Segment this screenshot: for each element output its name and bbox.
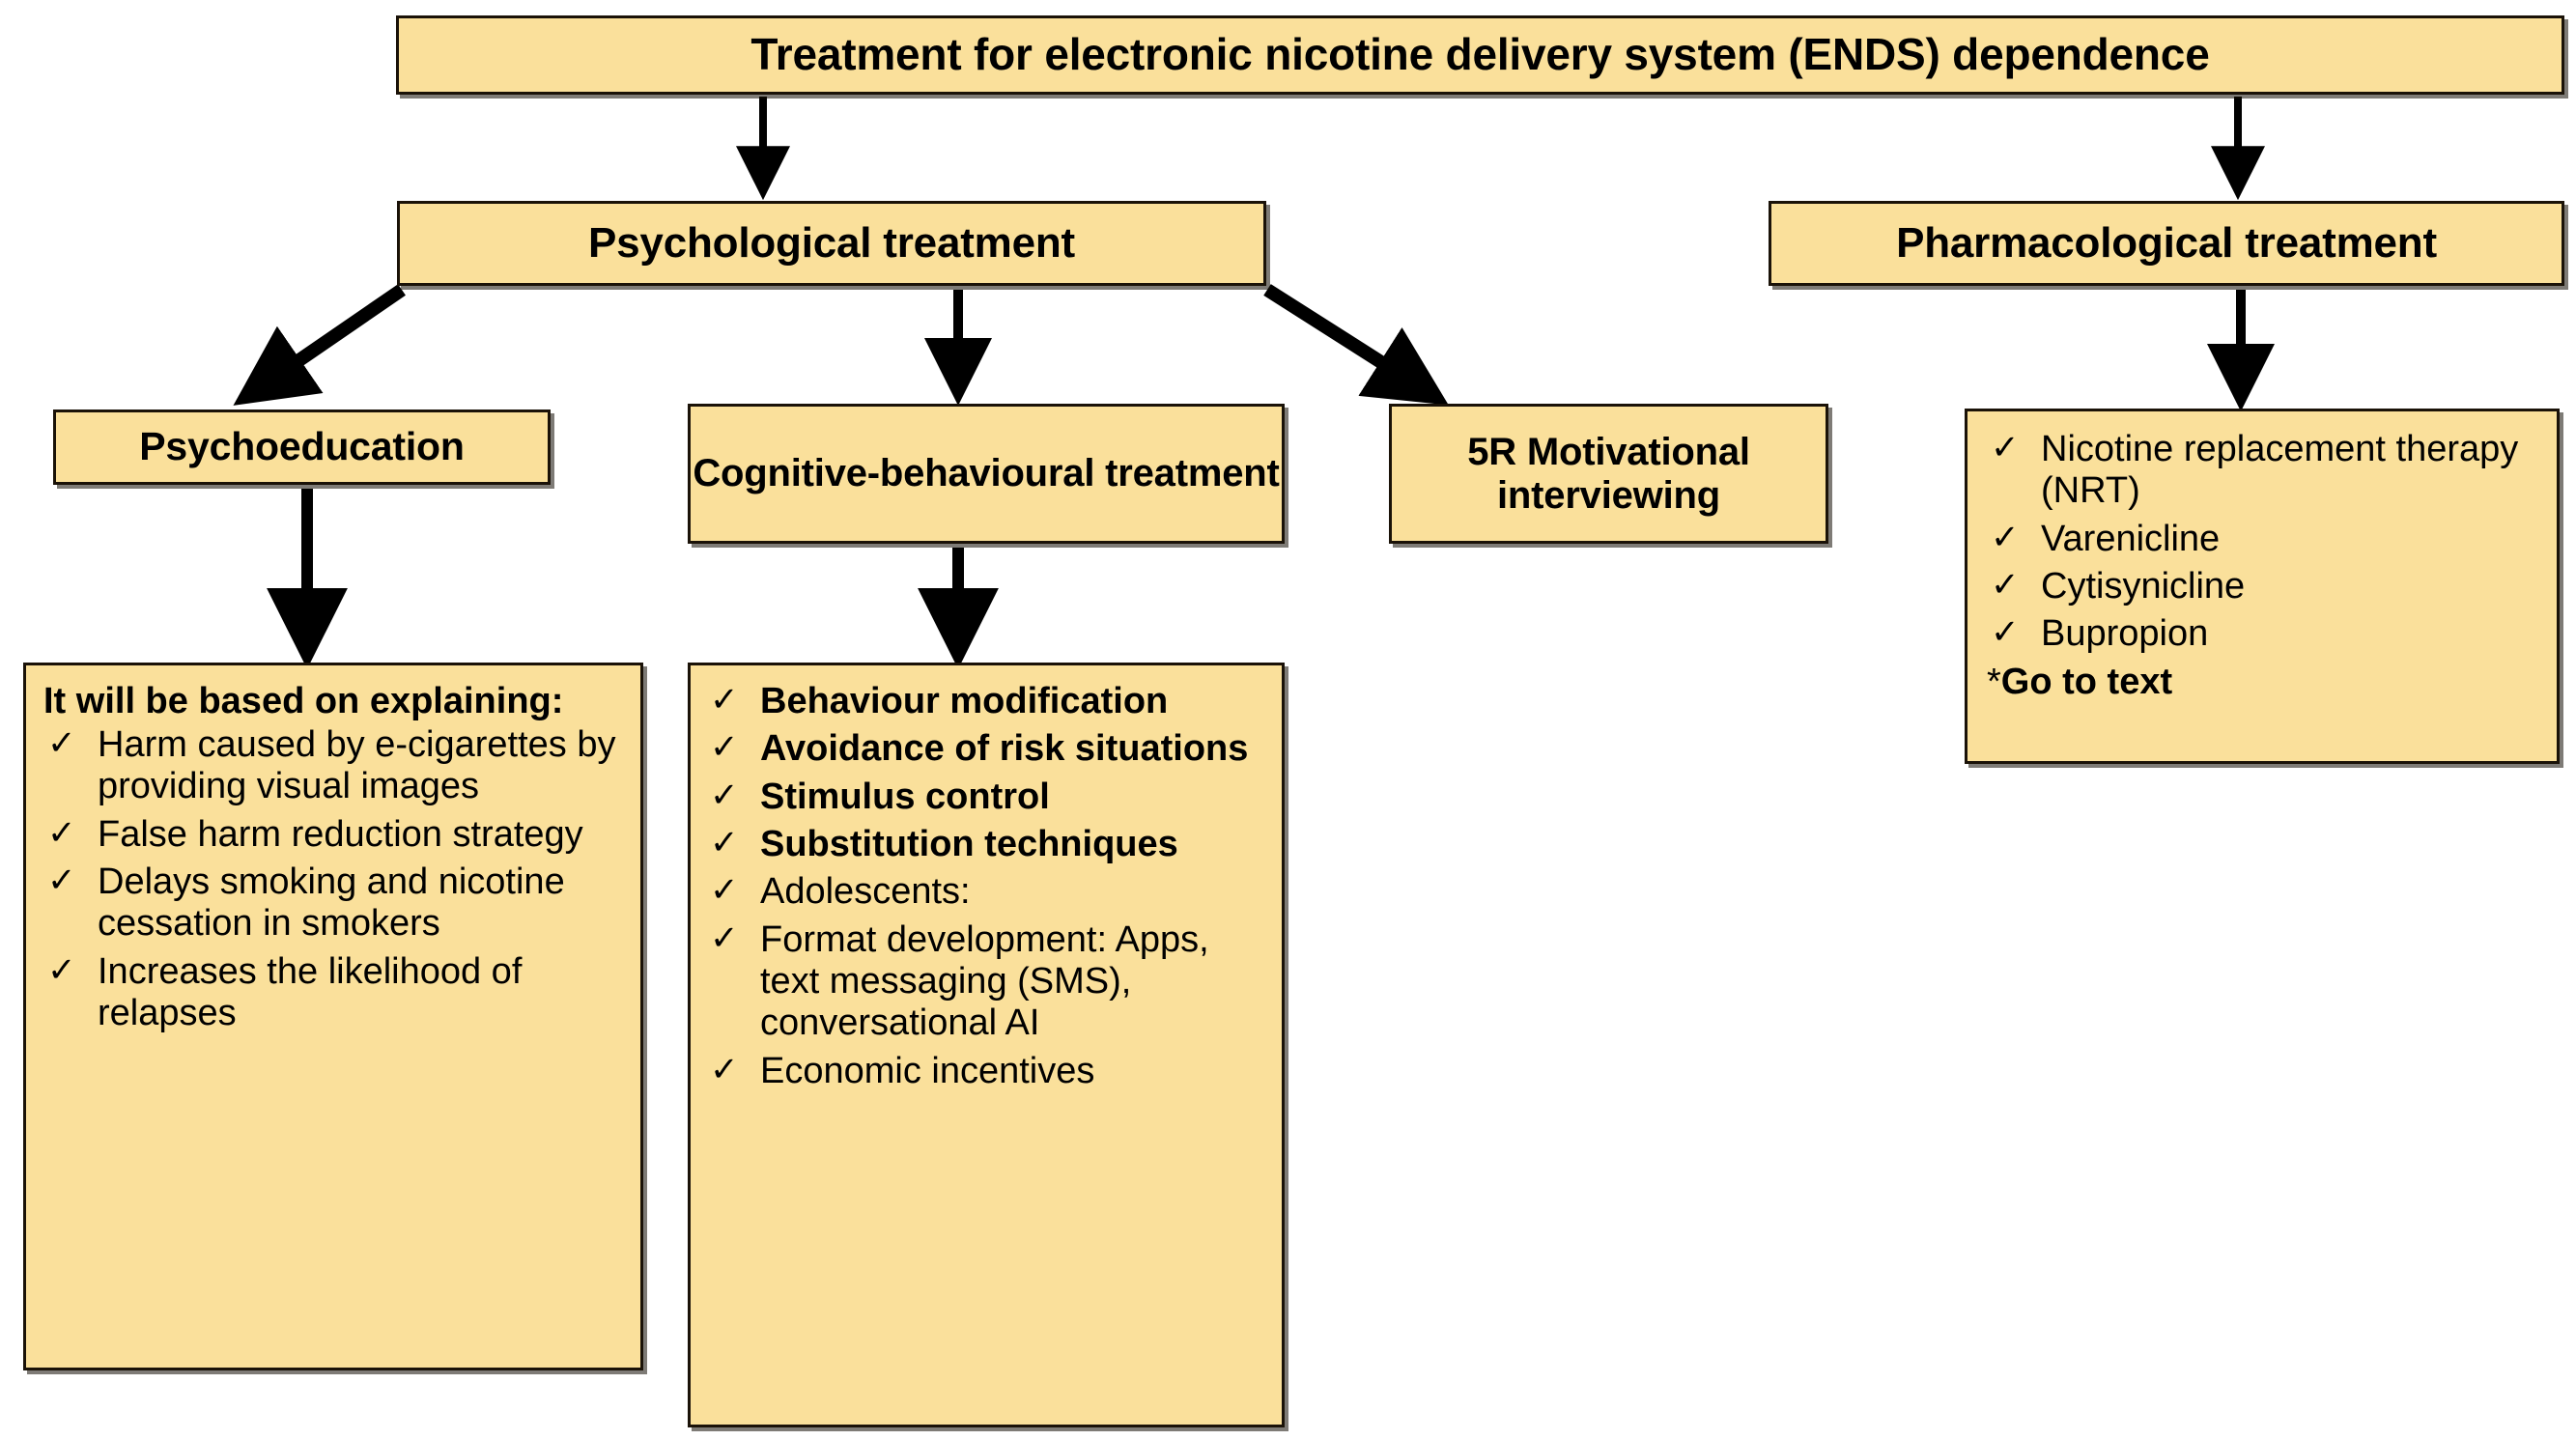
list-item-label: Adolescents:	[760, 871, 971, 913]
node-cognitive-behavioural-treatment-label: Cognitive-behavioural treatment	[693, 452, 1280, 495]
node-psychoeducation-label: Psychoeducation	[139, 424, 465, 469]
pharmacological-footnote-label: Go to text	[2000, 661, 2173, 702]
psychoeducation-item-list: ✓ Harm caused by e-cigarettes by providi…	[43, 724, 627, 1034]
check-icon: ✓	[710, 728, 739, 767]
pharmacological-item-list: ✓ Nicotine replacement therapy (NRT) ✓ V…	[1987, 429, 2541, 656]
list-item-label: Cytisynicline	[2041, 565, 2246, 607]
root-node-label: Treatment for electronic nicotine delive…	[750, 29, 2210, 80]
list-item: ✓ Nicotine replacement therapy (NRT)	[1987, 429, 2541, 513]
list-item-label: Stimulus control	[760, 776, 1050, 817]
list-item: ✓ Cytisynicline	[1987, 566, 2541, 607]
node-psychoeducation[interactable]: Psychoeducation	[53, 409, 551, 485]
node-5r-motivational-interviewing[interactable]: 5R Motivational interviewing	[1389, 404, 1828, 544]
list-item: ✓ Delays smoking and nicotine cessation …	[43, 861, 627, 946]
list-item: ✓ Harm caused by e-cigarettes by providi…	[43, 724, 627, 808]
check-icon: ✓	[1991, 518, 2020, 556]
pharmacological-footnote: *Go to text	[1987, 662, 2541, 703]
list-item-label: Avoidance of risk situations	[760, 728, 1249, 770]
list-item-label: Increases the likelihood of relapses	[98, 950, 523, 1033]
check-icon: ✓	[1991, 429, 2020, 466]
asterisk-icon: *	[1987, 661, 2001, 702]
node-cognitive-behavioural-treatment-detail[interactable]: ✓ Behaviour modification ✓ Avoidance of …	[688, 663, 1285, 1427]
list-item-label: Economic incentives	[760, 1050, 1095, 1091]
list-item-label: Behaviour modification	[760, 681, 1169, 721]
list-item: ✓ Increases the likelihood of relapses	[43, 951, 627, 1035]
check-icon: ✓	[47, 950, 76, 989]
check-icon: ✓	[710, 823, 739, 861]
list-item: ✓ Format development: Apps, text messagi…	[706, 919, 1270, 1045]
list-item: ✓ Adolescents:	[706, 871, 1270, 913]
list-item: ✓ Substitution techniques	[706, 824, 1270, 865]
node-pharmacological-medication-list[interactable]: ✓ Nicotine replacement therapy (NRT) ✓ V…	[1965, 409, 2560, 764]
cbt-item-list: ✓ Behaviour modification ✓ Avoidance of …	[706, 681, 1270, 1092]
check-icon: ✓	[710, 871, 739, 910]
arrow-psychological-to-5r	[1263, 284, 1449, 406]
list-item-label: Format development: Apps, text messaging…	[760, 918, 1209, 1044]
node-cognitive-behavioural-treatment[interactable]: Cognitive-behavioural treatment	[688, 404, 1285, 544]
list-item-label: Nicotine replacement therapy (NRT)	[2041, 429, 2519, 512]
list-item-label: Bupropion	[2041, 613, 2209, 655]
list-item-label: Harm caused by e-cigarettes by providing…	[98, 723, 616, 807]
list-item: ✓ False harm reduction strategy	[43, 814, 627, 856]
check-icon: ✓	[1991, 565, 2020, 604]
node-psychological-treatment[interactable]: Psychological treatment	[397, 201, 1266, 286]
psychoeducation-lead-in: It will be based on explaining:	[43, 681, 564, 721]
list-item: ✓ Economic incentives	[706, 1051, 1270, 1092]
list-item: ✓ Behaviour modification	[706, 681, 1270, 722]
list-item-label: False harm reduction strategy	[98, 813, 583, 855]
check-icon: ✓	[47, 723, 76, 762]
check-icon: ✓	[710, 918, 739, 957]
arrow-psychological-to-psychoeducation	[233, 284, 406, 406]
list-item: ✓ Varenicline	[1987, 519, 2541, 560]
check-icon: ✓	[710, 1050, 739, 1088]
list-item: ✓ Avoidance of risk situations	[706, 728, 1270, 770]
node-pharmacological-treatment-label: Pharmacological treatment	[1896, 219, 2437, 268]
node-5r-motivational-interviewing-label: 5R Motivational interviewing	[1467, 430, 1750, 517]
node-psychoeducation-detail[interactable]: It will be based on explaining: ✓ Harm c…	[23, 663, 643, 1370]
check-icon: ✓	[1991, 613, 2020, 652]
list-item-label: Delays smoking and nicotine cessation in…	[98, 861, 565, 945]
list-item-label: Substitution techniques	[760, 823, 1178, 864]
root-node-treatment-for-ends-dependence[interactable]: Treatment for electronic nicotine delive…	[396, 15, 2564, 95]
node-pharmacological-treatment[interactable]: Pharmacological treatment	[1769, 201, 2564, 286]
list-item-label: Varenicline	[2041, 518, 2221, 559]
node-psychological-treatment-label: Psychological treatment	[588, 219, 1075, 268]
list-item: ✓ Stimulus control	[706, 776, 1270, 818]
check-icon: ✓	[710, 776, 739, 814]
list-item: ✓ Bupropion	[1987, 613, 2541, 655]
check-icon: ✓	[47, 861, 76, 899]
check-icon: ✓	[47, 813, 76, 852]
check-icon: ✓	[710, 681, 739, 719]
